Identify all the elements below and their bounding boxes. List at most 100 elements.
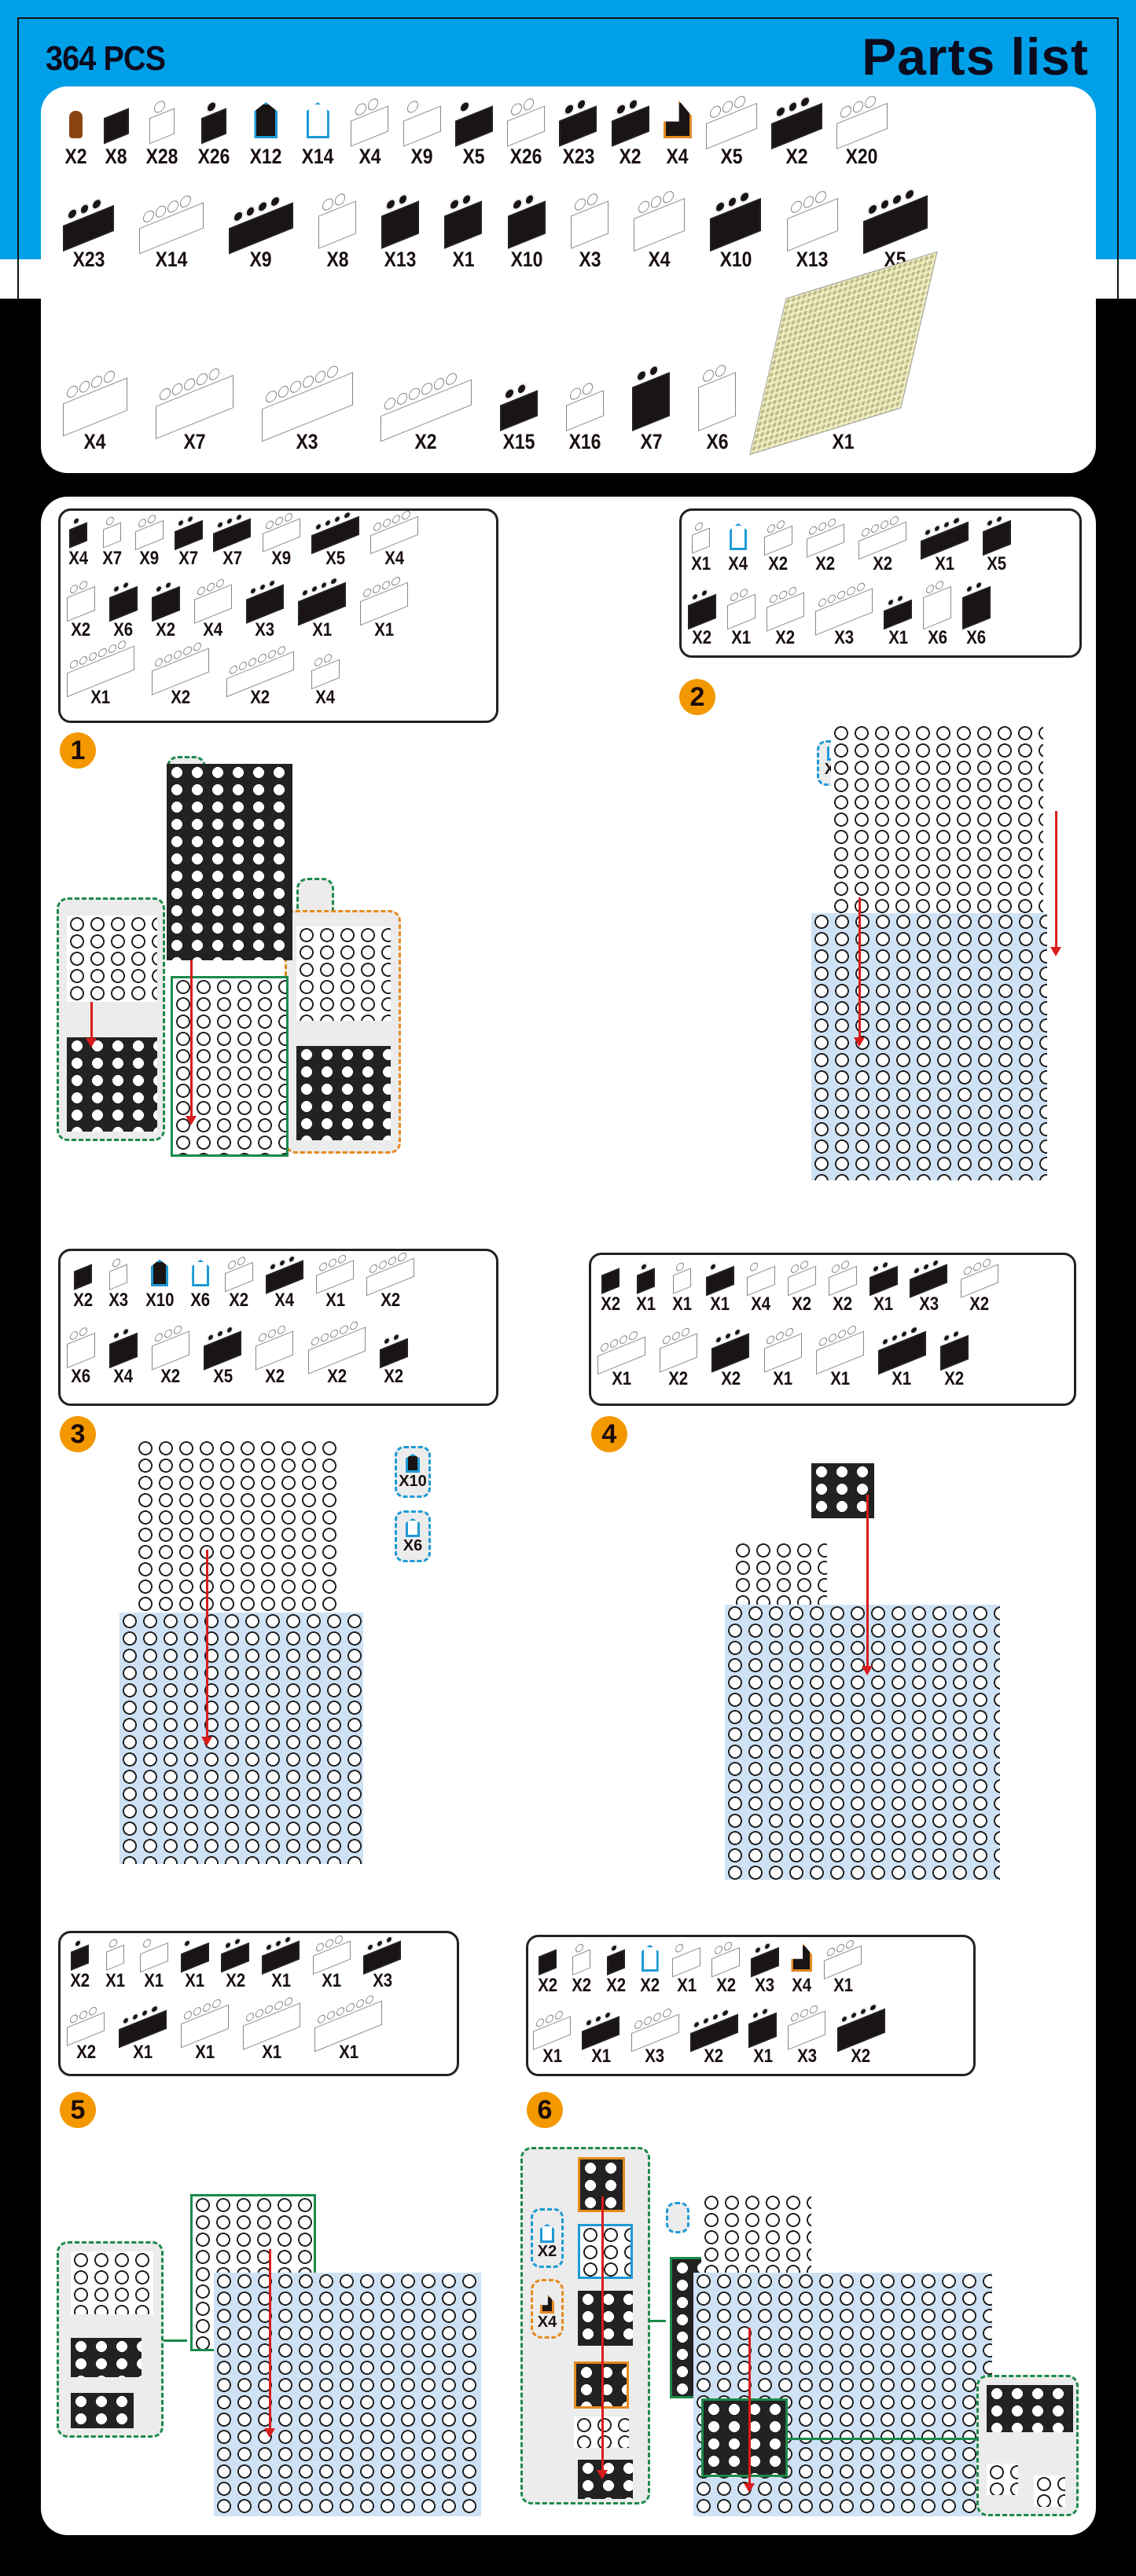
brick-2x3-icon: [256, 1324, 294, 1371]
brick-1x3-icon: [265, 1253, 304, 1294]
tile-1x1-icon: [103, 101, 129, 144]
brick-1x4-icon: [858, 515, 906, 560]
assembly-arrow: [201, 1550, 212, 1746]
part-item: X13: [381, 192, 420, 270]
brick-1x3-icon: [770, 94, 822, 149]
step-4-illustration: [709, 1463, 1039, 1888]
brick-1x2-icon: [869, 1259, 898, 1297]
step-6-illustration: X2 X4: [520, 2147, 1094, 2524]
brick-2x5-icon: [151, 641, 210, 695]
part-item: X1: [672, 1942, 701, 1995]
part-quantity: X23: [72, 247, 105, 271]
stud: [406, 99, 418, 115]
brick-1x1-icon: [109, 1257, 128, 1290]
part-quantity: X2: [944, 1368, 964, 1390]
stud: [708, 1260, 718, 1273]
part-item: X2: [611, 97, 650, 167]
slope-icon: [406, 1518, 420, 1537]
part-quantity: X4: [728, 553, 748, 575]
brick-2x4-icon: [836, 2002, 885, 2053]
part-item: X4: [726, 523, 749, 574]
part-quantity: X7: [102, 548, 123, 570]
brick-2x3-icon: [710, 189, 762, 251]
brick-2x2-icon: [151, 579, 180, 622]
tile-1x1-icon: [601, 1263, 620, 1294]
part-quantity: X1: [542, 2046, 562, 2068]
brick-2x2-corner-icon: [108, 579, 138, 622]
part-item: X1: [360, 575, 408, 640]
brick-1x1-icon: [68, 515, 88, 549]
brick-1x2-icon: [711, 1940, 741, 1978]
stud: [840, 104, 851, 119]
brick-1x2-corner-icon: [787, 1259, 816, 1297]
step-5-illustration: [57, 2147, 497, 2524]
brick-stack: [67, 916, 157, 1002]
part-item: X2: [67, 2005, 105, 2062]
brick-stack: [67, 1037, 157, 1132]
part-item: X1: [884, 593, 913, 648]
callout-qty: X2: [537, 2243, 557, 2260]
part-quantity: X2: [785, 145, 808, 169]
part-item: X1: [706, 1260, 734, 1314]
jumper-1x2-icon: [672, 1942, 701, 1978]
brick-1x3-icon: [705, 94, 757, 149]
part-item: X2: [638, 1944, 661, 1995]
stud: [749, 1260, 758, 1273]
part-quantity: X2: [715, 1974, 736, 1996]
part-quantity: X26: [197, 145, 230, 169]
part-item: X1: [824, 1938, 862, 1995]
part-quantity: X6: [927, 627, 947, 649]
part-quantity: X2: [64, 145, 87, 169]
model-body: [693, 2273, 992, 2516]
stud: [79, 379, 90, 394]
part-item: X1: [67, 639, 134, 707]
part-quantity: X2: [668, 1368, 689, 1390]
part-quantity: X1: [773, 1368, 793, 1390]
part-item: X2: [151, 1324, 190, 1386]
part-quantity: X5: [325, 548, 346, 570]
part-quantity: X1: [144, 1970, 164, 1992]
brick-2x2-icon: [688, 587, 716, 630]
brick-1x1-icon: [606, 1942, 626, 1976]
part-item: X4: [311, 652, 340, 707]
callout-qty: X6: [403, 1537, 423, 1554]
part-item: X3: [910, 1257, 948, 1314]
stud: [184, 376, 196, 392]
part-quantity: X4: [203, 619, 223, 641]
brick-1x1-icon: [691, 520, 711, 554]
part-item: X2: [151, 641, 210, 707]
brick-2x4-icon: [298, 575, 347, 626]
part-quantity: X8: [105, 145, 127, 169]
slope-1x1-icon: [254, 102, 278, 139]
step-1x2-icon: [565, 381, 605, 431]
part-item: X1: [920, 515, 969, 574]
baseplate-icon: [749, 251, 937, 455]
slope-icon: [406, 1454, 420, 1473]
part-quantity: X1: [892, 1368, 912, 1390]
slope-1x1-icon: [192, 1259, 210, 1287]
part-item: X2: [689, 2007, 738, 2066]
part-quantity: X1: [195, 2042, 215, 2064]
part-quantity: X1: [185, 1970, 205, 1992]
stud: [409, 386, 421, 402]
part-quantity: X15: [502, 429, 535, 453]
part-item: X1: [444, 192, 483, 270]
part-item: X1: [314, 1994, 383, 2062]
brick-1x4-icon: [311, 509, 360, 555]
jumper-1x2-icon: [454, 99, 494, 147]
part-item: X2: [763, 519, 792, 574]
studs: [708, 1260, 718, 1273]
part-quantity: X9: [139, 548, 160, 570]
part-item: X7: [101, 515, 123, 570]
brick-1x2-icon: [134, 513, 164, 551]
model-base-layer: [171, 976, 289, 1157]
step-6-subassembly-right: [976, 2375, 1079, 2516]
callout-qty: X10: [399, 1473, 427, 1490]
part-item: X2: [536, 1944, 559, 1995]
part-item: X5: [311, 509, 360, 570]
brick-1x2x2-icon: [923, 579, 952, 630]
part-item: X7: [155, 366, 233, 453]
